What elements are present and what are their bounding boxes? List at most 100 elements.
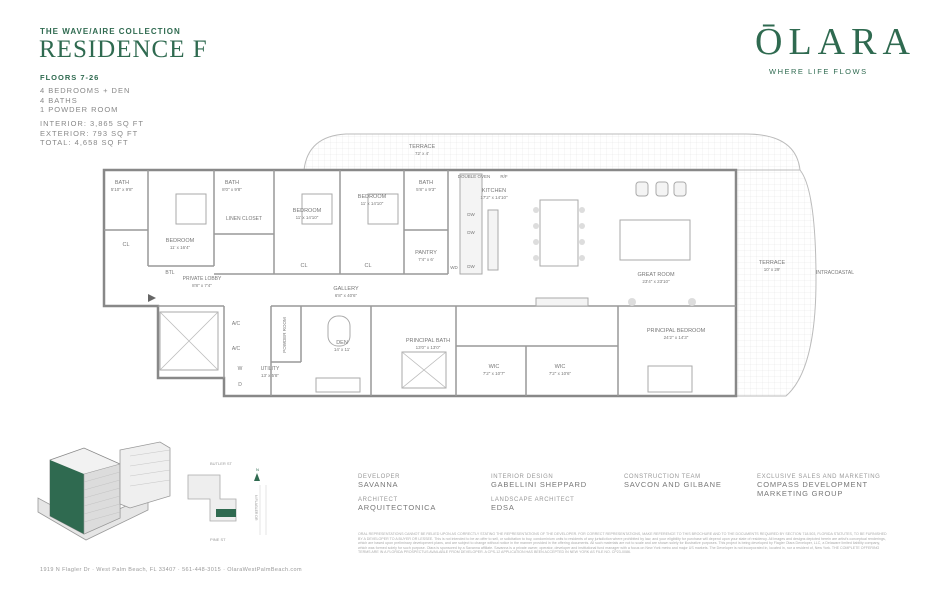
dw-label-1: DW bbox=[467, 212, 475, 217]
dw-label-3: DW bbox=[467, 264, 475, 269]
den-label: DEN bbox=[336, 340, 348, 346]
rf-label: R/F bbox=[500, 174, 508, 179]
credit-value: SAVANNA bbox=[358, 480, 399, 489]
bath3-dim: 5'8" x 9'3" bbox=[416, 187, 436, 192]
closet-label-2: CL bbox=[300, 263, 307, 269]
den-dim: 14' x 11' bbox=[334, 347, 350, 352]
principal-bath-dim: 13'0" x 13'0" bbox=[416, 345, 441, 350]
wic2-dim: 7'2" x 10'6" bbox=[549, 371, 572, 376]
credit-landscape: LANDSCAPE ARCHITECT EDSA bbox=[491, 497, 611, 512]
room-count-bedrooms: 4 BEDROOMS + DEN bbox=[40, 86, 131, 95]
dw-label-2: DW bbox=[467, 230, 475, 235]
credit-sales: EXCLUSIVE SALES AND MARKETING COMPASS DE… bbox=[757, 474, 892, 498]
area-interior: INTERIOR: 3,865 SQ FT bbox=[40, 119, 144, 128]
footer-contact: 1919 N Flagler Dr · West Palm Beach, FL … bbox=[40, 567, 302, 573]
kitchen-label: KITCHEN bbox=[482, 188, 506, 194]
entry-arrow-icon bbox=[148, 294, 156, 302]
credit-developer: DEVELOPER SAVANNA bbox=[358, 474, 468, 489]
area-exterior: EXTERIOR: 793 SQ FT bbox=[40, 128, 139, 138]
credit-label: INTERIOR DESIGN bbox=[491, 474, 554, 480]
credit-value: SAVCON AND GILBANE bbox=[624, 480, 722, 489]
wic2-label: WIC bbox=[555, 364, 566, 370]
principal-bedroom-dim: 24'2" x 14'3" bbox=[664, 335, 689, 340]
wd-label: WD bbox=[450, 265, 458, 270]
kitchen-dim: 17'2" x 14'10" bbox=[480, 195, 508, 200]
credit-interior-design: INTERIOR DESIGN GABELLINI SHEPPARD bbox=[491, 474, 611, 489]
brand-tagline: WHERE LIFE FLOWS bbox=[769, 67, 868, 76]
great-room-label: GREAT ROOM bbox=[637, 272, 674, 278]
legal-disclaimer: ORAL REPRESENTATIONS CANNOT BE RELIED UP… bbox=[358, 532, 887, 554]
principal-bedroom-label: PRINCIPAL BEDROOM bbox=[647, 328, 706, 334]
terrace-top-label: TERRACE bbox=[409, 144, 436, 150]
terrace-top-dim: 72' x 4' bbox=[415, 151, 429, 156]
linen-closet-label: LINEN CLOSET bbox=[226, 216, 262, 222]
closet-label-3: CL bbox=[364, 263, 371, 269]
terrace-right bbox=[735, 169, 817, 397]
bedroom2-label: BEDROOM bbox=[293, 208, 322, 214]
room-count-baths: 4 BATHS bbox=[40, 95, 78, 105]
wic1-dim: 7'2" x 10'7" bbox=[483, 371, 506, 376]
bath1-label: BATH bbox=[115, 180, 129, 186]
wic1-label: WIC bbox=[489, 364, 500, 370]
great-room-dim: 23'4" x 23'10" bbox=[642, 279, 670, 284]
room-count-powder: 1 POWDER ROOM bbox=[40, 105, 119, 114]
intracoastal-label: INTRACOASTAL bbox=[816, 270, 854, 276]
floors-range: FLOORS 7-26 bbox=[40, 73, 100, 82]
btl-label: BTL bbox=[165, 270, 174, 276]
bath3-label: BATH bbox=[419, 180, 433, 186]
dryer-label: D bbox=[238, 382, 242, 388]
ac-label-2: A/C bbox=[232, 346, 241, 352]
olara-logo: ŌLARA bbox=[755, 21, 916, 63]
private-lobby-label: PRIVATE LOBBY bbox=[183, 276, 222, 282]
street-top-label: BUTLER ST bbox=[210, 461, 233, 466]
gallery-label: GALLERY bbox=[333, 286, 359, 292]
pantry-dim: 7'4" x 6' bbox=[418, 257, 434, 262]
residence-title: RESIDENCE F bbox=[39, 36, 208, 63]
area-total: TOTAL: 4,658 SQ FT bbox=[40, 138, 129, 147]
credit-value: COMPASS DEVELOPMENT MARKETING GROUP bbox=[757, 480, 868, 498]
double-oven-label: DOUBLE OVEN bbox=[458, 174, 491, 179]
credit-label: CONSTRUCTION TEAM bbox=[624, 474, 701, 480]
credit-value: ARQUITECTONICA bbox=[358, 503, 437, 512]
gallery-dim: 6'8" x 40'6" bbox=[335, 293, 358, 298]
credit-construction: CONSTRUCTION TEAM SAVCON AND GILBANE bbox=[624, 474, 744, 489]
closet-label-1: CL bbox=[122, 242, 129, 248]
credit-value: EDSA bbox=[491, 503, 515, 512]
room-counts: 4 BEDROOMS + DEN 4 BATHS 1 POWDER ROOM bbox=[40, 86, 130, 115]
powder-room-label: POWDER ROOM bbox=[282, 317, 287, 353]
bedroom2-dim: 11' x 14'10" bbox=[296, 215, 319, 220]
bath1-dim: 5'10" x 9'8" bbox=[111, 187, 134, 192]
credit-label: ARCHITECT bbox=[358, 497, 398, 503]
terrace-right-label: TERRACE bbox=[759, 260, 786, 266]
street-side-label: N FLAGLER DR bbox=[254, 495, 258, 521]
credit-label: LANDSCAPE ARCHITECT bbox=[491, 497, 575, 503]
private-lobby-dim: 8'8" x 7'4" bbox=[192, 283, 212, 288]
utility-dim: 13' x 5'8" bbox=[261, 373, 279, 378]
bath2-label: BATH bbox=[225, 180, 239, 186]
floor-plan-drawing: TERRACE 72' x 4' TERRACE 10' x 29' INTRA… bbox=[102, 133, 854, 398]
credit-label: DEVELOPER bbox=[358, 474, 401, 480]
building-illustration bbox=[37, 441, 171, 541]
key-plan: BUTLER ST PINE ST N FLAGLER DR N bbox=[187, 461, 267, 542]
credit-architect: ARCHITECT ARQUITECTONICA bbox=[358, 497, 468, 512]
collection-name: THE WAVE/AIRE COLLECTION bbox=[40, 27, 181, 36]
street-bottom-label: PINE ST bbox=[210, 537, 226, 542]
bedroom1-dim: 11' x 16'4" bbox=[170, 245, 191, 250]
floor-plan: TERRACE 72' x 4' TERRACE 10' x 29' INTRA… bbox=[96, 130, 856, 415]
bedroom3-label: BEDROOM bbox=[358, 194, 387, 200]
utility-label: UTILITY bbox=[261, 366, 280, 372]
north-arrow-icon bbox=[254, 473, 260, 481]
credit-value: GABELLINI SHEPPARD bbox=[491, 480, 587, 489]
ac-label-1: A/C bbox=[232, 321, 241, 327]
terrace-top bbox=[303, 133, 801, 171]
north-label: N bbox=[256, 467, 259, 472]
pantry-label: PANTRY bbox=[415, 250, 437, 256]
bedroom1-label: BEDROOM bbox=[166, 238, 195, 244]
principal-bath-label: PRINCIPAL BATH bbox=[406, 338, 450, 344]
credit-label: EXCLUSIVE SALES AND MARKETING bbox=[757, 474, 881, 480]
bedroom3-dim: 11' x 14'10" bbox=[361, 201, 384, 206]
bath2-dim: 8'0" x 9'8" bbox=[222, 187, 242, 192]
washer-label: W bbox=[238, 366, 243, 372]
area-summary: INTERIOR: 3,865 SQ FT EXTERIOR: 793 SQ F… bbox=[40, 119, 144, 148]
terrace-right-dim: 10' x 29' bbox=[764, 267, 781, 272]
